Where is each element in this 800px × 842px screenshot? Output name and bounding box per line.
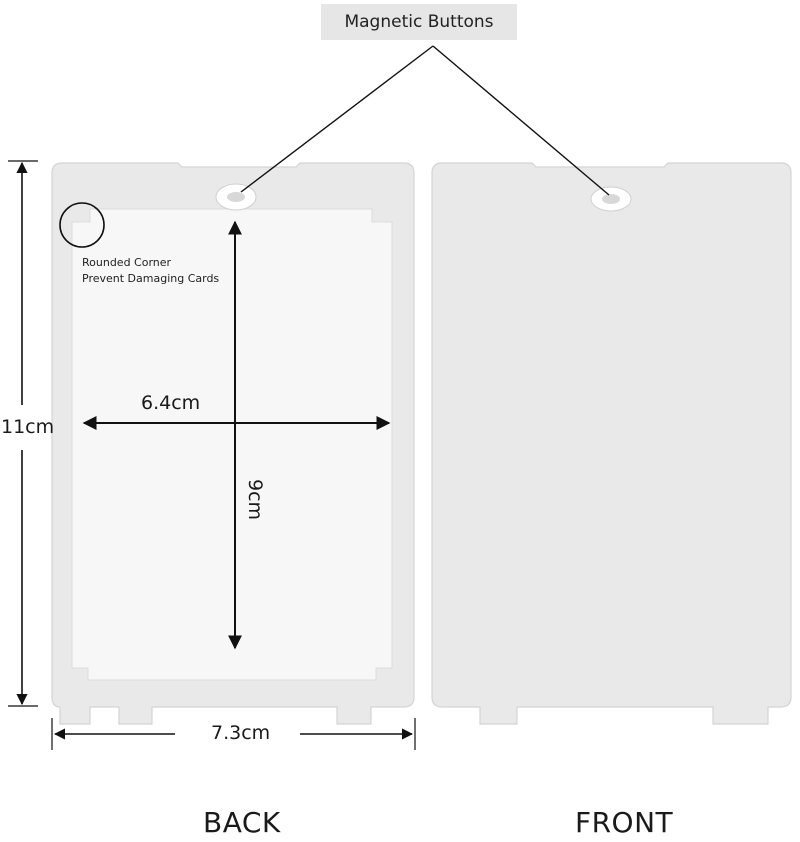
rounded-corner-note: Rounded Corner Prevent Damaging Cards [82,255,219,287]
corner-note-line2: Prevent Damaging Cards [82,272,220,285]
front-magnet-dot [602,194,620,204]
leader-line-front [432,45,610,196]
magnetic-buttons-tag: Magnetic Buttons [321,4,517,40]
rounded-corner-circle [59,202,105,248]
front-label: FRONT [575,806,674,839]
corner-note-line1: Rounded Corner [82,256,172,269]
width-outer-label: 7.3cm [211,722,271,744]
leader-line-back [240,45,434,193]
width-inner-label: 6.4cm [141,392,201,414]
front-panel [431,162,792,725]
back-label: BACK [203,806,281,839]
height-inner-label: 9cm [244,479,266,521]
magnetic-buttons-label: Magnetic Buttons [344,12,494,32]
back-magnet-dot [227,192,245,202]
height-outer-label: 11cm [1,416,55,438]
